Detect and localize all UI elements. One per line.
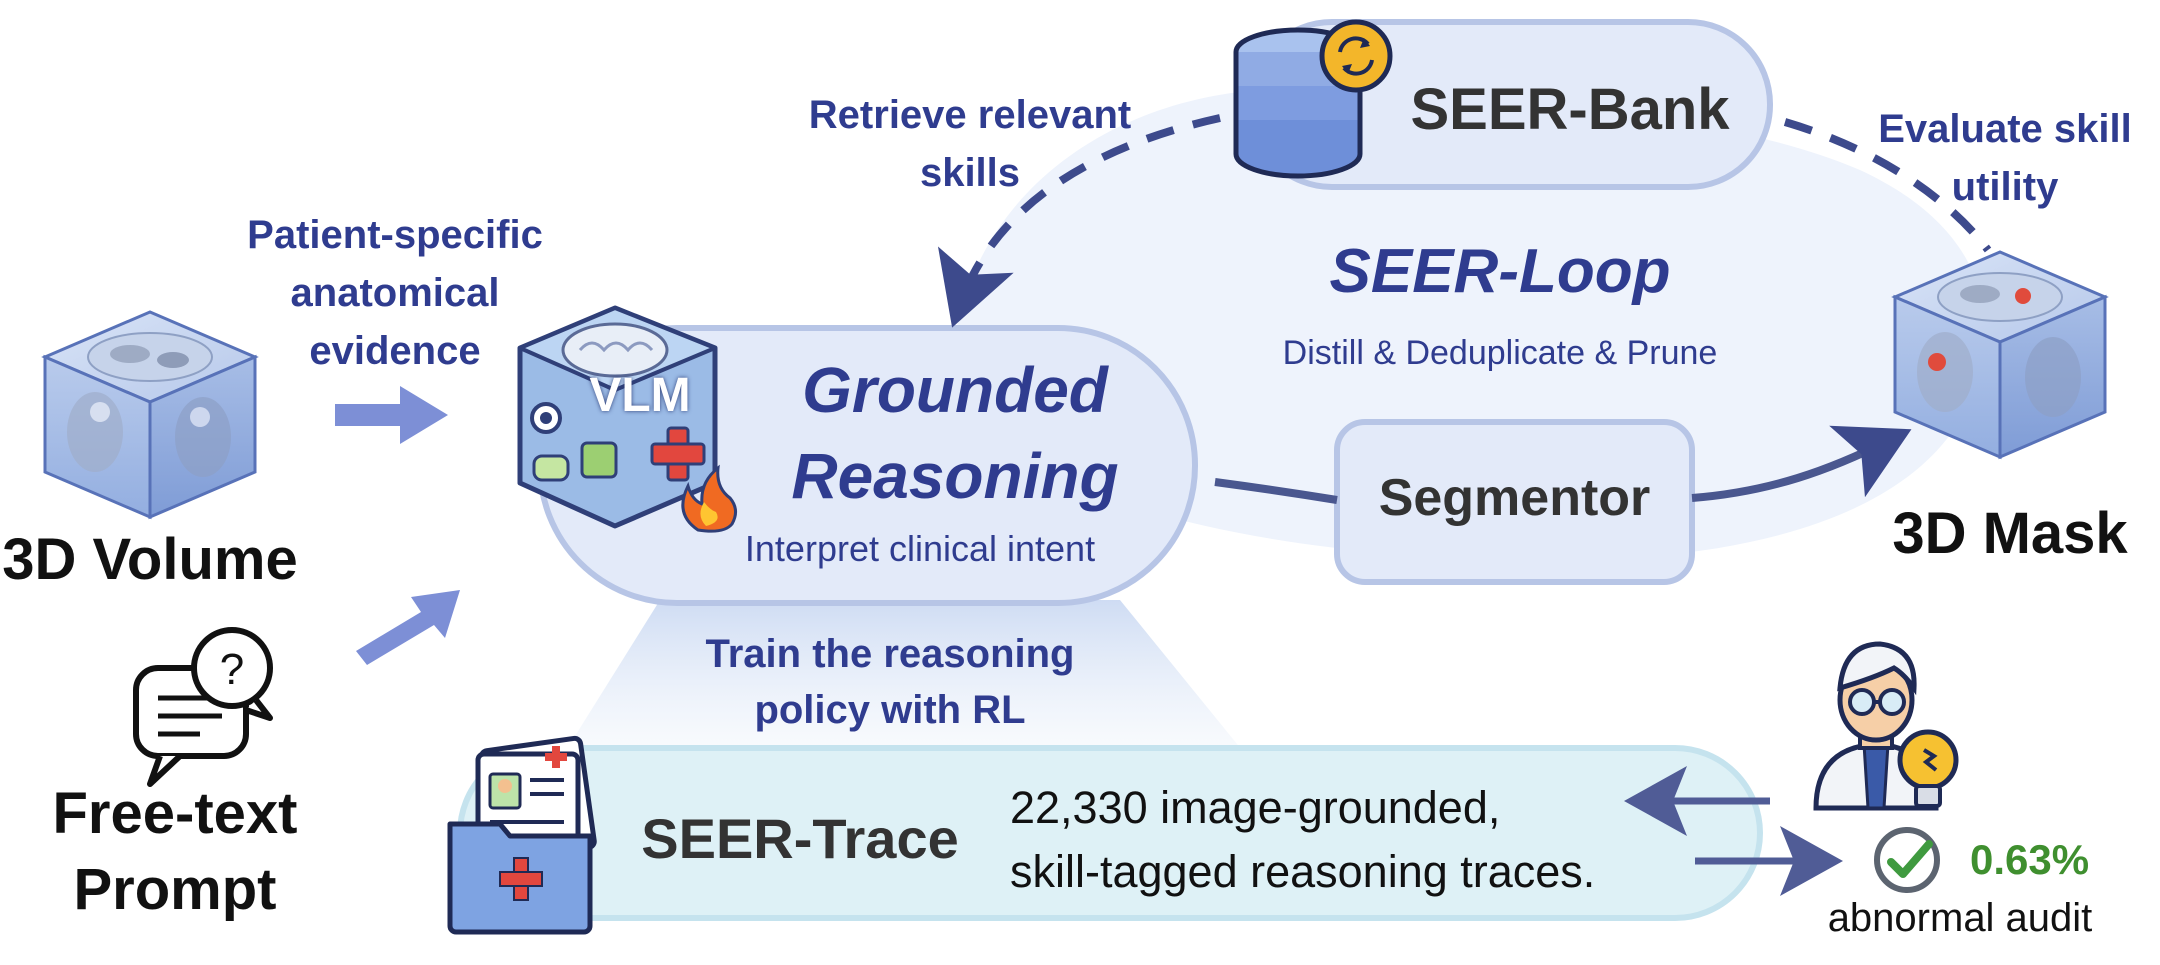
prompt-label: Free-text Prompt <box>52 781 298 922</box>
evaluate-arrow <box>1783 118 1992 253</box>
reasoning-to-segmentor-line <box>1214 478 1338 504</box>
volume-cube-icon <box>41 310 259 520</box>
vlm-cube-icon <box>517 305 737 533</box>
database-icon <box>1233 19 1393 179</box>
retrieve-label: Retrieve relevant skills <box>808 93 1132 195</box>
segmentor-node[interactable] <box>1334 419 1695 585</box>
audit-percent: 0.63% <box>1970 836 2090 883</box>
audit-label: abnormal audit <box>1827 896 2093 940</box>
trace-title: SEER-Trace <box>641 807 959 870</box>
question-chat-icon: ? <box>133 627 273 787</box>
svg-text:?: ? <box>220 645 244 694</box>
segmentor-title: Segmentor <box>1378 469 1651 527</box>
loop-title: SEER-Loop <box>1329 237 1671 306</box>
vlm-label: VLM <box>589 369 691 422</box>
train-funnel <box>560 600 1250 760</box>
bank-title: SEER-Bank <box>1410 77 1730 142</box>
reasoning-title: Grounded Reasoning <box>791 354 1119 512</box>
volume-input-arrow <box>335 386 448 444</box>
retrieve-arrow <box>938 114 1221 328</box>
trace-description: 22,330 image-grounded, skill-tagged reas… <box>1010 782 1596 897</box>
loop-subtitle: Distill & Deduplicate & Prune <box>1282 334 1718 372</box>
mask-label: 3D Mask <box>1892 501 2128 566</box>
evaluate-label: Evaluate skill utility <box>1878 107 2132 209</box>
medical-folder-icon <box>447 735 597 935</box>
segmentor-to-mask-arrow <box>1691 425 1912 502</box>
evidence-label: Patient-specific anatomical evidence <box>247 213 543 373</box>
doctor-icon <box>1813 641 1959 811</box>
check-icon <box>1874 827 1940 893</box>
mask-cube-icon <box>1891 250 2109 460</box>
reasoning-subtitle: Interpret clinical intent <box>744 528 1096 569</box>
train-label: Train the reasoning policy with RL <box>705 632 1075 732</box>
prompt-input-arrow <box>356 590 460 665</box>
seer-loop-region <box>956 88 1986 560</box>
volume-label: 3D Volume <box>2 527 298 592</box>
